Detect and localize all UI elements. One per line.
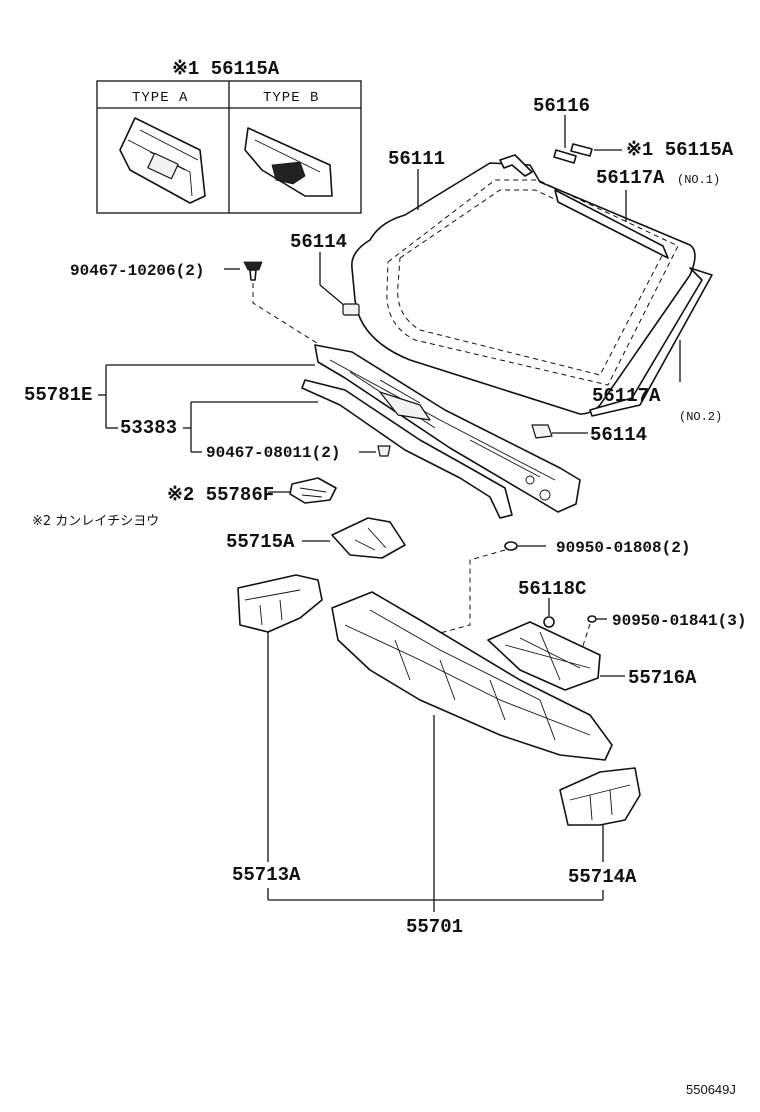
clip-90467-08011[interactable] bbox=[377, 445, 391, 457]
label-56114-bottom[interactable]: 56114 bbox=[590, 424, 647, 446]
clip-56118c[interactable] bbox=[543, 616, 555, 628]
label-56118c[interactable]: 56118C bbox=[518, 578, 586, 600]
part-55701-cowl-panel[interactable] bbox=[331, 591, 613, 761]
label-55786f[interactable]: ※2 55786F bbox=[167, 484, 274, 506]
label-56117a-no2-sub: (NO.2) bbox=[679, 410, 722, 424]
label-56117a-no1-sub: (NO.1) bbox=[677, 173, 720, 187]
part-55713a[interactable] bbox=[237, 574, 323, 633]
label-90950-01808[interactable]: 90950-01808(2) bbox=[556, 539, 690, 557]
label-53383[interactable]: 53383 bbox=[120, 417, 177, 439]
part-55714a[interactable] bbox=[559, 767, 641, 826]
clip-56116[interactable] bbox=[553, 149, 577, 164]
label-56116[interactable]: 56116 bbox=[533, 95, 590, 117]
label-90467-10206[interactable]: 90467-10206(2) bbox=[70, 262, 204, 280]
label-90950-01841[interactable]: 90950-01841(3) bbox=[612, 612, 746, 630]
cowl-seal-53383[interactable] bbox=[301, 379, 513, 519]
clip-type-a-icon bbox=[119, 117, 206, 204]
label-55713a[interactable]: 55713A bbox=[232, 864, 301, 886]
label-90467-08011[interactable]: 90467-08011(2) bbox=[206, 444, 340, 462]
label-55715a[interactable]: 55715A bbox=[226, 531, 295, 553]
label-55716a[interactable]: 55716A bbox=[628, 667, 697, 689]
cowl-ventilator-louver[interactable] bbox=[314, 344, 581, 513]
label-55714a[interactable]: 55714A bbox=[568, 866, 637, 888]
diagram-ref-code: 550649J bbox=[686, 1082, 736, 1097]
clip-56115a-top[interactable] bbox=[570, 143, 593, 157]
label-56114-top[interactable]: 56114 bbox=[290, 231, 347, 253]
label-56117a-no1[interactable]: 56117A bbox=[596, 167, 665, 189]
label-56115a-right[interactable]: ※1 56115A bbox=[626, 139, 734, 161]
moulding-no1[interactable] bbox=[554, 189, 669, 259]
part-55716a[interactable] bbox=[487, 621, 601, 691]
moulding-no2[interactable] bbox=[589, 267, 713, 417]
type-a-header: TYPE A bbox=[132, 90, 188, 106]
plug-90950-01808[interactable] bbox=[504, 541, 518, 551]
inset-callout-label[interactable]: ※1 56115A bbox=[172, 58, 280, 80]
clip-type-b-icon bbox=[244, 127, 333, 197]
part-55715a[interactable] bbox=[331, 517, 406, 559]
clip-56114-top[interactable] bbox=[342, 303, 360, 316]
moulding-corner bbox=[499, 154, 533, 177]
note-cold-area: ※2 カンレイチシヨウ bbox=[32, 514, 159, 529]
clip-56114-bottom[interactable] bbox=[531, 424, 553, 439]
plug-90950-01841[interactable] bbox=[587, 615, 597, 623]
label-56117a-no2[interactable]: 56117A bbox=[592, 385, 661, 407]
clip-90467-10206[interactable] bbox=[243, 261, 263, 281]
label-56111[interactable]: 56111 bbox=[388, 148, 445, 170]
part-55786f[interactable] bbox=[289, 477, 337, 504]
type-b-header: TYPE B bbox=[263, 90, 319, 106]
inset-clip-types: ※1 56115A TYPE A TYPE B bbox=[96, 58, 362, 214]
label-55701[interactable]: 55701 bbox=[406, 916, 463, 938]
windshield-glass[interactable] bbox=[351, 162, 696, 415]
label-55781e[interactable]: 55781E bbox=[24, 384, 92, 406]
